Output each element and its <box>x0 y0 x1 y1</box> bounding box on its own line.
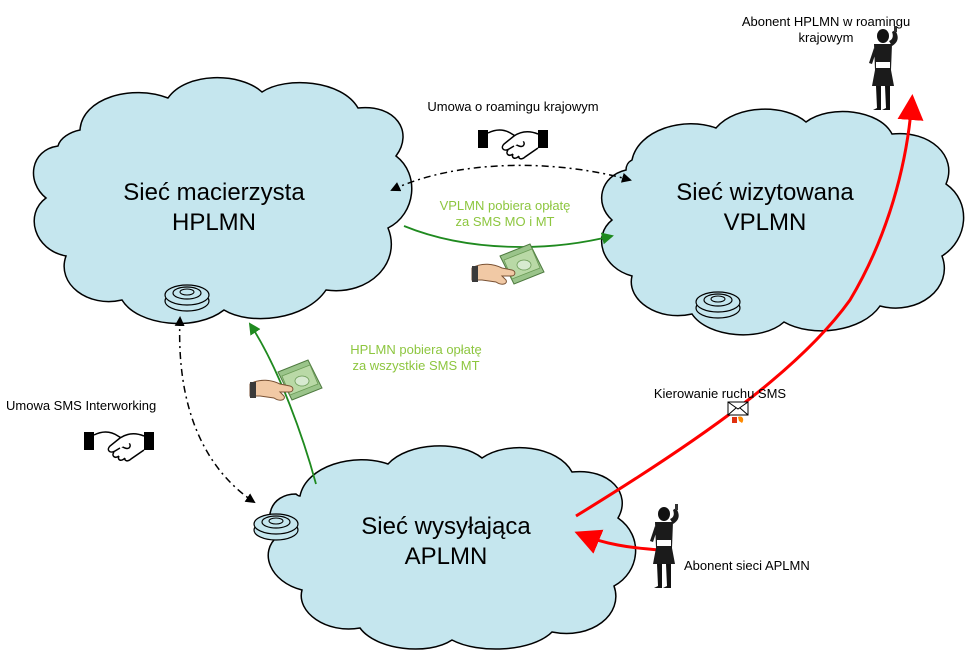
envelope-icon <box>727 401 749 424</box>
vplmn-fee-line2: za SMS MO i MT <box>455 214 555 229</box>
aplmn-subscriber-label: Abonent sieci APLMN <box>684 558 810 573</box>
hplmn-title: Sieć macierzysta HPLMN <box>104 178 324 238</box>
vplmn-fee-arrow <box>403 225 614 248</box>
sms-interworking-label: Umowa SMS Interworking <box>6 398 157 413</box>
aplmn-title: Sieć wysyłająca APLMN <box>336 512 556 572</box>
roaming-agreement-label: Umowa o roamingu krajowym <box>427 99 599 114</box>
aplmn-title-line2: APLMN <box>404 543 488 570</box>
vplmn-title-line2: VPLMN <box>723 209 807 236</box>
hplmn-title-line2: HPLMN <box>171 209 256 236</box>
aplmn-sms-arrow <box>574 529 661 554</box>
vplmn-fee-line1: VPLMN pobiera opłatę <box>439 198 571 213</box>
hplmn-fee-line1: HPLMN pobiera opłatę <box>350 342 482 357</box>
roaming-subscriber-line2: krajowym <box>798 30 854 45</box>
aplmn-subscriber-icon <box>650 504 679 588</box>
roaming-handshake-icon <box>477 129 549 160</box>
vplmn-title-line1: Sieć wizytowana <box>676 179 854 206</box>
hplmn-title-line1: Sieć macierzysta <box>123 179 305 206</box>
hplmn-server-icon <box>164 284 210 312</box>
sms-routing-arrow <box>575 94 924 518</box>
vplmn-money-icon <box>471 243 545 285</box>
vplmn-server-icon <box>695 291 741 319</box>
interworking-handshake-icon <box>83 431 155 462</box>
cloud-aplmn <box>267 445 637 650</box>
hplmn-fee-line2: za wszystkie SMS MT <box>352 358 480 373</box>
aplmn-server-icon <box>253 513 299 541</box>
vplmn-title: Sieć wizytowana VPLMN <box>655 178 875 238</box>
aplmn-title-line1: Sieć wysyłająca <box>361 513 531 540</box>
cloud-hplmn <box>32 76 413 325</box>
hplmn-fee-arrow <box>248 322 317 485</box>
roaming-subscriber-label: Abonent HPLMN w roamingu krajowym <box>726 14 926 46</box>
roaming-agreement-arrow <box>390 164 632 192</box>
vplmn-fee-label: VPLMN pobiera opłatę za SMS MO i MT <box>420 198 590 230</box>
roaming-subscriber-line1: Abonent HPLMN w roamingu <box>741 14 911 29</box>
hplmn-fee-label: HPLMN pobiera opłatę za wszystkie SMS MT <box>326 342 506 374</box>
sms-routing-label: Kierowanie ruchu SMS <box>653 386 787 401</box>
